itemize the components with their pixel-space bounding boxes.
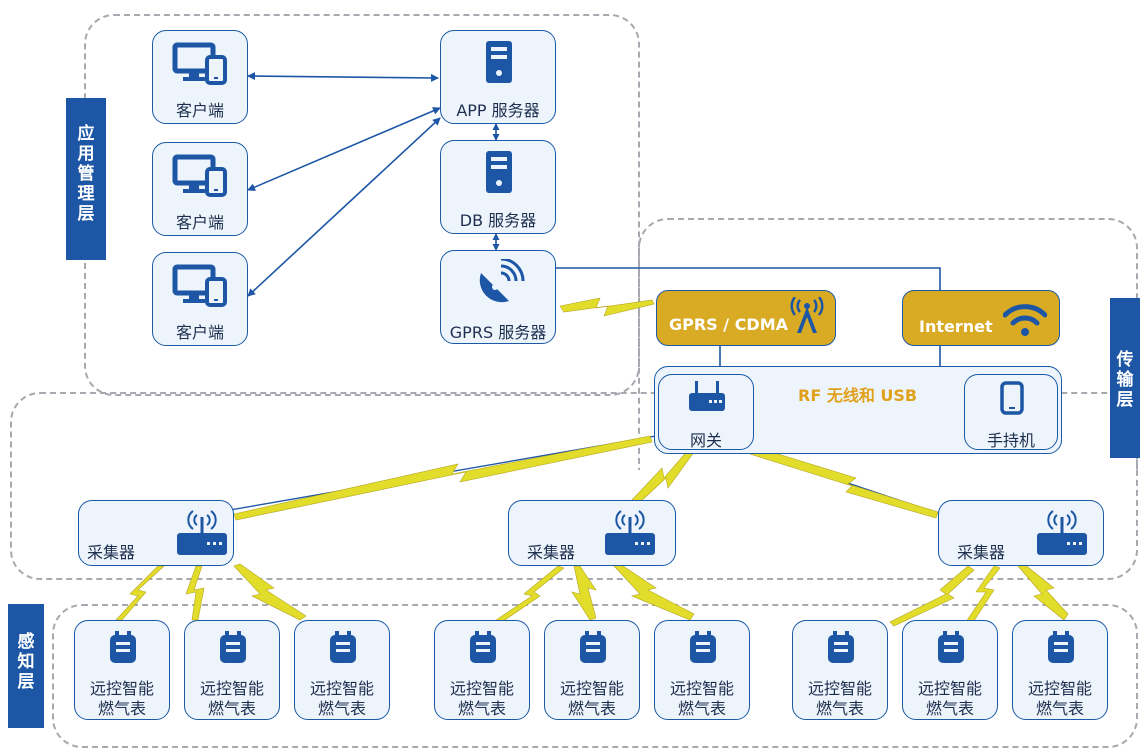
router-antenna-icon — [1037, 510, 1087, 555]
server-tower-icon — [486, 41, 512, 83]
gas-meter-label-line2: 燃气表 — [207, 699, 256, 718]
client-box-2[interactable]: 客户端 — [152, 142, 248, 236]
gas-meter-label-line1: 远控智能 — [199, 679, 264, 698]
gas-meter-icon — [110, 631, 136, 663]
gas-meter-box[interactable]: 远控智能燃气表 — [74, 620, 170, 720]
bolt-gateway-c2 — [631, 447, 695, 505]
gas-meter-label-line2: 燃气表 — [317, 699, 366, 718]
internet-label: Internet — [919, 317, 993, 336]
gas-meter-box[interactable]: 远控智能燃气表 — [792, 620, 888, 720]
gateway-label: 网关 — [689, 431, 722, 450]
gas-meter-icon — [580, 631, 606, 663]
gas-meter-icon — [690, 631, 716, 663]
gas-meter-label-line2: 燃气表 — [815, 699, 864, 718]
gas-meter-label-line2: 燃气表 — [1035, 699, 1084, 718]
wifi-icon — [1003, 304, 1047, 336]
client-label-3: 客户端 — [175, 323, 224, 342]
client-box-3[interactable]: 客户端 — [152, 252, 248, 346]
arrow-client1-app — [247, 72, 439, 82]
gas-meter-icon — [1048, 631, 1074, 663]
gas-meter-icon — [470, 631, 496, 663]
gprs-server-box[interactable]: GPRS 服务器 — [440, 250, 556, 344]
lightning-bolts — [115, 297, 1069, 627]
bolt-gateway-c1 — [233, 435, 653, 521]
gas-meter-label-line2: 燃气表 — [925, 699, 974, 718]
gas-meter-icon — [330, 631, 356, 663]
gas-meter-label-line2: 燃气表 — [97, 699, 146, 718]
gprs-cdma-box[interactable]: GPRS / CDMA — [656, 290, 836, 346]
rf-usb-label: RF 无线和 USB — [798, 386, 918, 405]
collector-box-3[interactable]: 采集器 — [938, 500, 1104, 566]
collector-label-2: 采集器 — [527, 543, 576, 562]
gas-meter-box[interactable]: 远控智能燃气表 — [294, 620, 390, 720]
gas-meter-label-line1: 远控智能 — [807, 679, 872, 698]
gas-meter-box[interactable]: 远控智能燃气表 — [184, 620, 280, 720]
gas-meter-label-line1: 远控智能 — [917, 679, 982, 698]
line-gprs-internet — [556, 267, 941, 290]
internet-box[interactable]: Internet — [902, 290, 1060, 346]
transport-layer-tab: 传输层 — [1110, 298, 1140, 458]
collector-layer-frame — [10, 392, 1138, 580]
perception-layer-tab: 感知层 — [8, 604, 44, 728]
phone-icon — [1000, 381, 1024, 415]
gas-meter-label-line1: 远控智能 — [669, 679, 734, 698]
gas-meter-label-line1: 远控智能 — [1027, 679, 1092, 698]
client-box-1[interactable]: 客户端 — [152, 30, 248, 124]
client-label-1: 客户端 — [175, 101, 224, 120]
transport-layer-label: 传输层 — [1116, 350, 1134, 410]
gas-meter-label-line1: 远控智能 — [449, 679, 514, 698]
gas-meter-label-line1: 远控智能 — [89, 679, 154, 698]
connectors — [115, 72, 1069, 627]
router-icon — [689, 381, 725, 411]
satellite-dish-icon — [479, 259, 525, 303]
gas-meter-icon — [938, 631, 964, 663]
collector-box-2[interactable]: 采集器 — [508, 500, 676, 566]
app-layer-tab: 应用管理层 — [66, 98, 106, 260]
app-layer-label: 应用管理层 — [77, 124, 95, 224]
app-server-box[interactable]: APP 服务器 — [440, 30, 556, 124]
collector-label-1: 采集器 — [87, 543, 136, 562]
arrow-client2-app — [247, 107, 441, 191]
handheld-label: 手持机 — [986, 431, 1035, 450]
gas-meter-label-line1: 远控智能 — [309, 679, 374, 698]
gas-meter-box[interactable]: 远控智能燃气表 — [1012, 620, 1108, 720]
computer-tablet-icon — [172, 264, 227, 307]
gas-meter-box[interactable]: 远控智能燃气表 — [654, 620, 750, 720]
collector-label-3: 采集器 — [957, 543, 1006, 562]
gas-meter-box[interactable]: 远控智能燃气表 — [902, 620, 998, 720]
collector-box-1[interactable]: 采集器 — [78, 500, 234, 566]
gprs-server-label: GPRS 服务器 — [449, 323, 547, 342]
router-antenna-icon — [177, 510, 227, 555]
app-server-label: APP 服务器 — [456, 101, 540, 120]
db-server-label: DB 服务器 — [459, 211, 537, 230]
gateway-box[interactable]: 网关 — [658, 374, 754, 450]
gas-meter-box[interactable]: 远控智能燃气表 — [434, 620, 530, 720]
gas-meter-box[interactable]: 远控智能燃气表 — [544, 620, 640, 720]
gprs-cdma-label: GPRS / CDMA — [669, 315, 789, 334]
gas-meter-label-line2: 燃气表 — [567, 699, 616, 718]
server-tower-icon — [486, 151, 512, 193]
gas-meter-label-line1: 远控智能 — [559, 679, 624, 698]
gas-meter-icon — [828, 631, 854, 663]
cell-tower-icon — [790, 297, 824, 333]
handheld-box[interactable]: 手持机 — [964, 374, 1058, 450]
gas-meter-label-line2: 燃气表 — [457, 699, 506, 718]
router-antenna-icon — [605, 510, 655, 555]
client-label-2: 客户端 — [175, 213, 224, 232]
gas-meter-label-line2: 燃气表 — [677, 699, 726, 718]
computer-tablet-icon — [172, 154, 227, 197]
bolt-gprs-cdma — [559, 297, 655, 317]
computer-tablet-icon — [172, 42, 227, 85]
gas-meter-icon — [220, 631, 246, 663]
arrow-client3-app — [247, 117, 441, 297]
db-server-box[interactable]: DB 服务器 — [440, 140, 556, 234]
perception-layer-label: 感知层 — [17, 632, 35, 692]
bolt-gateway-c3 — [749, 445, 939, 519]
